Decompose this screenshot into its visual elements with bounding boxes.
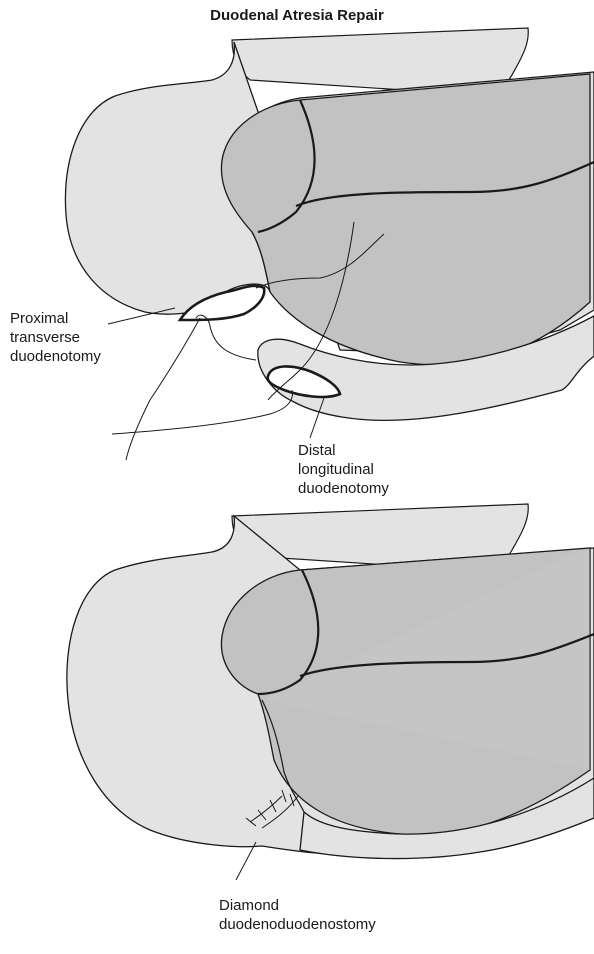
- label-line: Proximal: [10, 309, 101, 328]
- label-line: duodenotomy: [298, 479, 389, 498]
- label-line: duodenoduodenostomy: [219, 915, 376, 934]
- label-distal-longitudinal-duodenotomy: Distal longitudinal duodenotomy: [298, 441, 389, 498]
- label-line: longitudinal: [298, 460, 389, 479]
- label-line: Diamond: [219, 896, 376, 915]
- panel-before-repair: [65, 28, 594, 460]
- suture-thread-loop: [196, 315, 256, 360]
- label-line: transverse: [10, 328, 101, 347]
- figure-title: Duodenal Atresia Repair: [0, 6, 594, 25]
- suture-thread-lower-left: [126, 318, 200, 460]
- label-line: Distal: [298, 441, 389, 460]
- panel-after-repair: [67, 504, 594, 880]
- label-line: duodenotomy: [10, 347, 101, 366]
- leader-line-diamond: [236, 842, 256, 880]
- bowel-mass: [221, 74, 590, 365]
- suture-thread-bottom: [112, 390, 292, 434]
- label-diamond-duodenoduodenostomy: Diamond duodenoduodenostomy: [219, 896, 376, 934]
- label-proximal-transverse-duodenotomy: Proximal transverse duodenotomy: [10, 309, 101, 366]
